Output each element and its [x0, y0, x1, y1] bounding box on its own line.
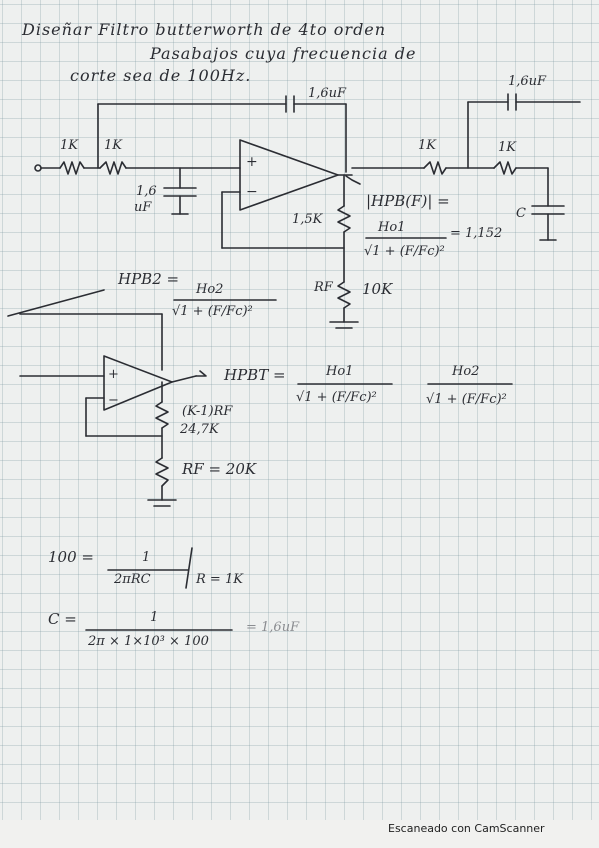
rk-label: (K-1)RF — [182, 404, 233, 419]
label-r-in-1: 1K — [60, 138, 78, 153]
stage1-feedback-capacitor — [97, 95, 347, 173]
label-c-out-top: 1,6uF — [508, 74, 547, 89]
svg-text:−: − — [108, 393, 119, 408]
footer-watermark: Escaneado con CamScanner — [388, 822, 545, 835]
eq2-left: C = — [48, 610, 77, 628]
label-c-out: C — [516, 206, 526, 221]
circuit-drawings: + − + — [7, 93, 581, 631]
frac1-denominator: √1 + (F/Fc)² — [296, 390, 377, 405]
svg-text:+: + — [108, 367, 119, 382]
hpb2-denominator: √1 + (F/Fc)² — [172, 304, 253, 319]
stage2-input-network — [351, 93, 581, 241]
title-line-1: Diseñar Filtro butterworth de 4to orden — [22, 20, 387, 39]
notebook-page — [0, 0, 599, 820]
hpb-label: |HPB(F)| = — [366, 192, 450, 210]
svg-text:−: − — [246, 184, 258, 200]
label-r-feedback: 1,5K — [292, 212, 323, 227]
label-rf: RF — [314, 280, 333, 295]
label-r-out-1: 1K — [418, 138, 436, 153]
fraction-bars — [7, 237, 513, 631]
label-r-in-2: 1K — [104, 138, 122, 153]
label-r-bottom: 10K — [362, 280, 393, 298]
svg-text:+: + — [246, 154, 258, 170]
rk-value: 24,7K — [180, 422, 219, 437]
eq1-numerator: 1 — [142, 550, 151, 565]
stage1-input-resistors — [34, 161, 241, 175]
label-c-feedback: 1,6uF — [308, 86, 347, 101]
stage1-ground-capacitor — [163, 167, 197, 215]
frac2-numerator: Ho2 — [452, 364, 480, 379]
hpb2-label: HPB2 = — [118, 270, 180, 288]
hpb-denominator: √1 + (F/Fc)² — [364, 244, 445, 259]
stage1-output-divider — [329, 174, 359, 329]
rf-value: RF = 20K — [182, 460, 257, 478]
frac2-denominator: √1 + (F/Fc)² — [426, 392, 507, 407]
title-line-2: Pasabajos cuya frecuencia de — [150, 44, 417, 63]
eq1-condition: R = 1K — [196, 572, 243, 587]
eq2-numerator: 1 — [150, 610, 159, 625]
eq1-denominator: 2πRC — [114, 572, 151, 587]
opamp-1: + − — [221, 139, 361, 249]
title-line-3: corte sea de 100Hz. — [70, 66, 252, 85]
hpb-value: = 1,152 — [450, 226, 503, 241]
eq2-result: = 1,6uF — [246, 620, 300, 635]
eq1-left: 100 = — [48, 548, 94, 566]
label-c-ground: 1,6 — [136, 184, 157, 199]
hpb-numerator: Ho1 — [378, 220, 406, 235]
opamp-2: + − — [19, 313, 207, 507]
label-r-out-2: 1K — [498, 140, 516, 155]
hpb2-numerator: Ho2 — [196, 282, 224, 297]
label-c-ground-unit: uF — [134, 200, 152, 215]
frac1-numerator: Ho1 — [326, 364, 354, 379]
hpbt-label: HPBT = — [224, 366, 286, 384]
eq2-denominator: 2π × 1×10³ × 100 — [88, 634, 209, 649]
